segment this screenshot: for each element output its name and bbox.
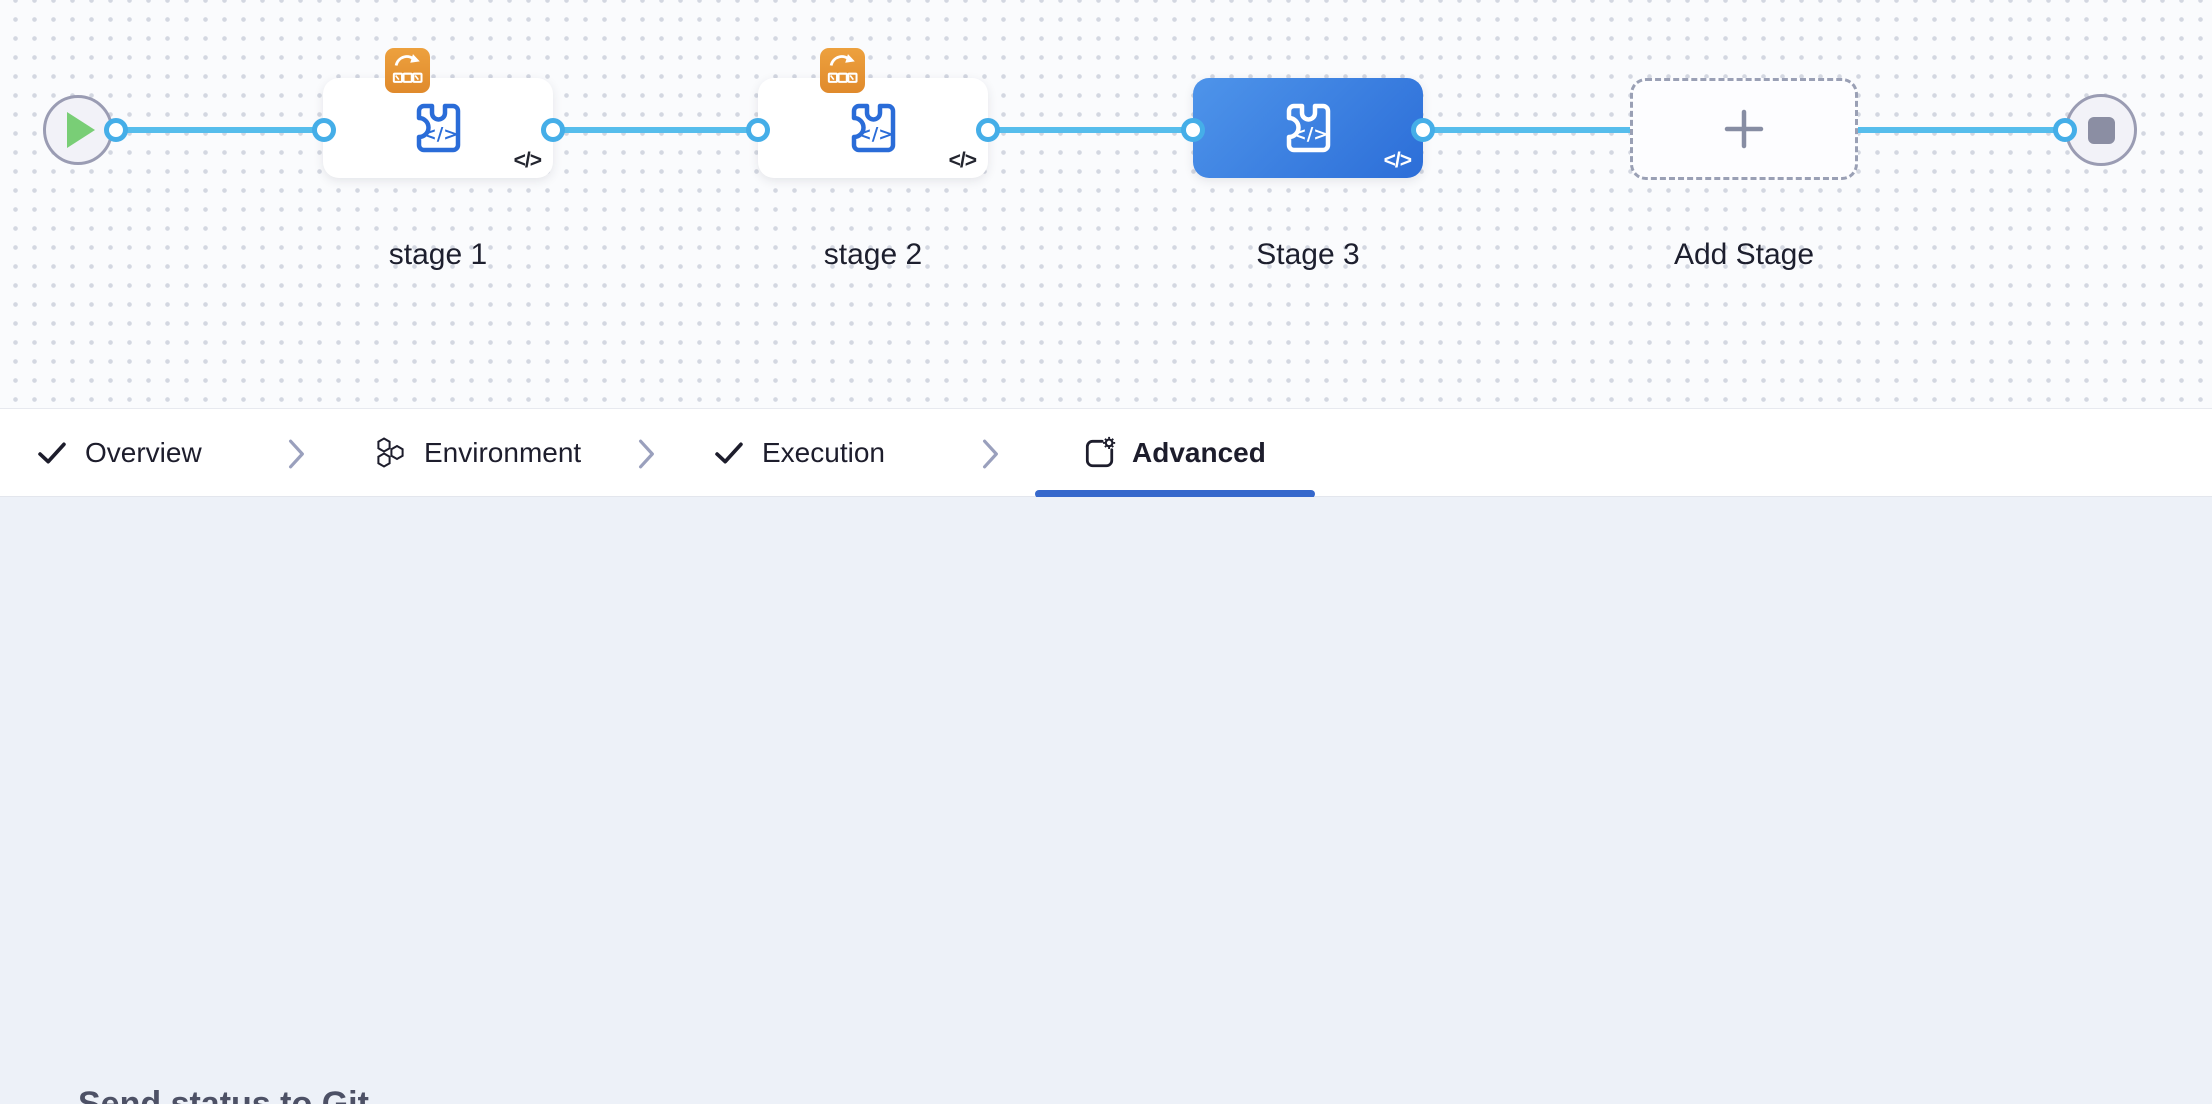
- connector-port: [2053, 118, 2077, 142]
- connector-port: [104, 118, 128, 142]
- stage-code-icon: </>: [416, 103, 461, 153]
- code-toggle-icon: </>: [513, 149, 542, 172]
- section-heading: Send status to Git: [78, 1085, 369, 1104]
- stage-code-icon: </>: [851, 103, 896, 153]
- code-toggle-icon: </>: [948, 149, 977, 172]
- add-stage-button[interactable]: [1630, 78, 1858, 180]
- hexagons-icon: [377, 437, 404, 468]
- stop-icon: [2087, 116, 2115, 144]
- play-icon: [67, 112, 95, 148]
- stage-code-icon: </>: [1286, 103, 1331, 153]
- tab-overview[interactable]: Overview: [35, 409, 202, 497]
- check-icon: [38, 442, 66, 464]
- page-gear-icon: [1085, 436, 1116, 468]
- stage-label: stage 2: [823, 238, 923, 271]
- connector-port: [746, 118, 770, 142]
- svg-text:</>: </>: [422, 124, 459, 145]
- stage-config-tabbar: Overview Environment Execution: [0, 408, 2212, 498]
- active-tab-indicator: [1035, 490, 1315, 498]
- svg-text:</>: </>: [857, 124, 894, 145]
- advanced-tab-panel: Send status to Git For pipelines trigger…: [0, 497, 2212, 1104]
- code-toggle-icon: </>: [1383, 149, 1412, 172]
- svg-text:</>: </>: [1292, 124, 1329, 145]
- chevron-right-icon: [983, 439, 998, 469]
- chevron-right-icon: [639, 439, 654, 469]
- tab-advanced[interactable]: Advanced: [1082, 409, 1266, 497]
- connector-port: [541, 118, 565, 142]
- chevron-right-icon: [288, 439, 304, 469]
- add-stage-label: Add Stage: [1673, 238, 1815, 271]
- connector-port: [1181, 118, 1205, 142]
- stage-label: Stage 3: [1256, 238, 1360, 271]
- plus-icon: [1724, 109, 1764, 149]
- stage-node-stage-1[interactable]: </> </>: [323, 78, 553, 178]
- connector-port: [976, 118, 1000, 142]
- connector-port: [312, 118, 336, 142]
- template-badge-icon: [820, 48, 865, 93]
- stage-node-stage-3-selected[interactable]: </> </>: [1193, 78, 1423, 178]
- template-badge-icon: [385, 48, 430, 93]
- stage-label: stage 1: [388, 238, 488, 271]
- pipeline-connector-line: [116, 127, 2065, 133]
- pipeline-canvas[interactable]: </> </> </> </>: [0, 0, 2212, 408]
- tab-execution[interactable]: Execution: [712, 409, 885, 497]
- stage-node-stage-2[interactable]: </> </>: [758, 78, 988, 178]
- check-icon: [715, 442, 743, 464]
- pipeline-start-node: [43, 95, 113, 165]
- connector-port: [1411, 118, 1435, 142]
- tab-environment[interactable]: Environment: [372, 409, 581, 497]
